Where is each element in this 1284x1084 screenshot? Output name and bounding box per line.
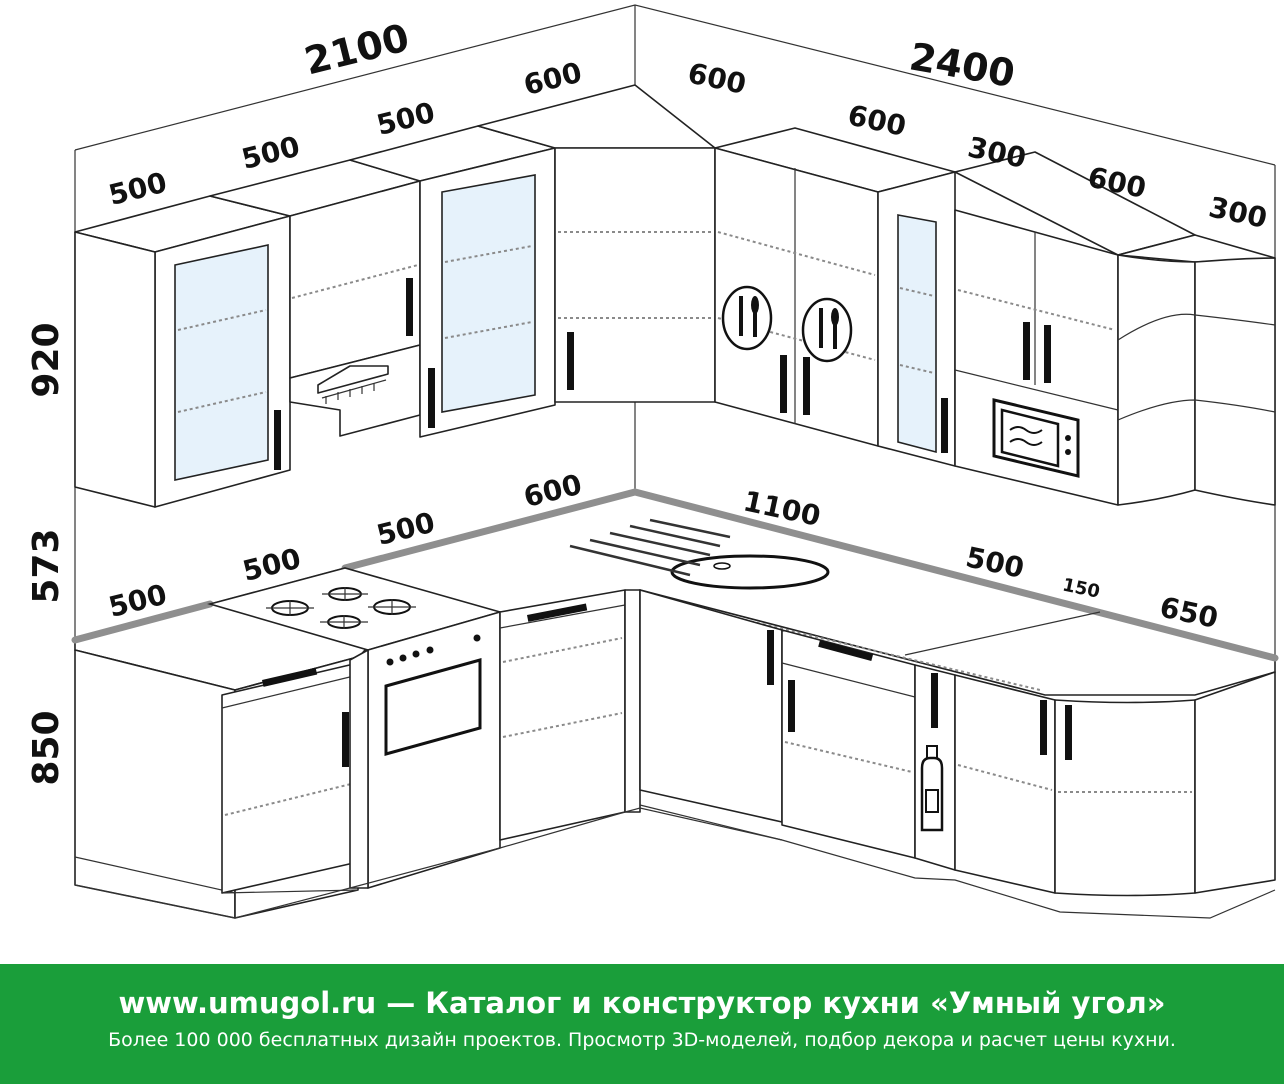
dim-height-lower: 850	[26, 710, 67, 785]
dim-wall-left-total: 2100	[300, 15, 413, 83]
dim-upper-right: 300	[1206, 190, 1270, 234]
oven-icon	[349, 611, 501, 889]
kitchen-diagram: 2100 2400 500 500 500 600 600 600 300 60…	[26, 4, 1279, 919]
glass-door	[441, 174, 536, 413]
dim-height-gap: 573	[26, 528, 67, 603]
range-hood-icon	[317, 365, 389, 404]
upper-cabinets-right	[714, 127, 1276, 506]
dim-lower-right: 150	[1061, 574, 1102, 602]
bottle-icon	[920, 745, 944, 832]
sink-icon	[569, 518, 830, 590]
door-handle	[274, 410, 281, 470]
dim-upper-left: 600	[520, 56, 585, 102]
cutlery-icon	[801, 297, 853, 363]
dim-upper-right: 600	[685, 56, 749, 100]
dim-wall-right-total: 2400	[906, 34, 1018, 96]
dim-upper-left: 500	[373, 96, 438, 142]
lower-cabinets	[74, 589, 1276, 919]
footer-title[interactable]: www.umugol.ru — Каталог и конструктор ку…	[118, 986, 1166, 1020]
upper-cabinets-left	[74, 84, 716, 508]
microwave-icon	[992, 398, 1080, 478]
dim-height-upper: 920	[26, 322, 67, 397]
dim-upper-left: 500	[105, 166, 170, 212]
cutlery-icon	[721, 285, 773, 351]
gas-hob-icon	[207, 567, 503, 651]
footer-subtitle: Более 100 000 бесплатных дизайн проектов…	[108, 1029, 1176, 1051]
footer-banner: www.umugol.ru — Каталог и конструктор ку…	[0, 964, 1284, 1084]
dim-upper-right: 600	[845, 98, 909, 142]
glass-door	[174, 244, 269, 481]
dim-upper-left: 500	[238, 130, 303, 176]
glass-door	[897, 214, 937, 454]
